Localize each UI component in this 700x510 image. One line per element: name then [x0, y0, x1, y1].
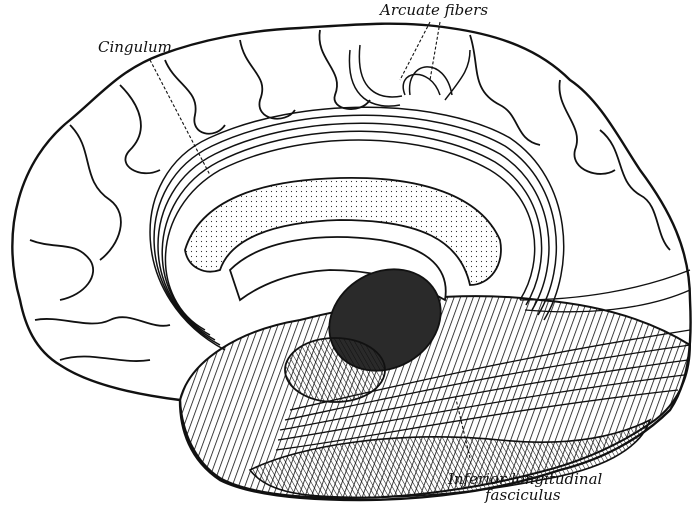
cingulum-leader — [149, 59, 211, 176]
inferior-longitudinal-fibers — [275, 269, 691, 451]
arcuate-fibers-label: Arcuate fibers — [378, 1, 488, 19]
inferior-longitudinal-label-line2: fasciculus — [484, 486, 561, 504]
temporal-lobe-lower — [248, 418, 652, 499]
arcuate-fibers — [348, 44, 471, 107]
arcuate-leader-1 — [399, 21, 431, 81]
inferior-longitudinal-label-line1: Inferior longitudinal — [447, 470, 603, 488]
fornix-curve — [228, 236, 447, 302]
cingulum-bundle — [149, 106, 565, 351]
gyri-lines — [29, 29, 671, 362]
uncus — [284, 337, 386, 403]
label-leaders — [149, 21, 471, 459]
corpus-callosum — [184, 176, 502, 286]
cingulum-label: Cingulum — [98, 38, 172, 56]
inferior-leader — [454, 394, 471, 459]
